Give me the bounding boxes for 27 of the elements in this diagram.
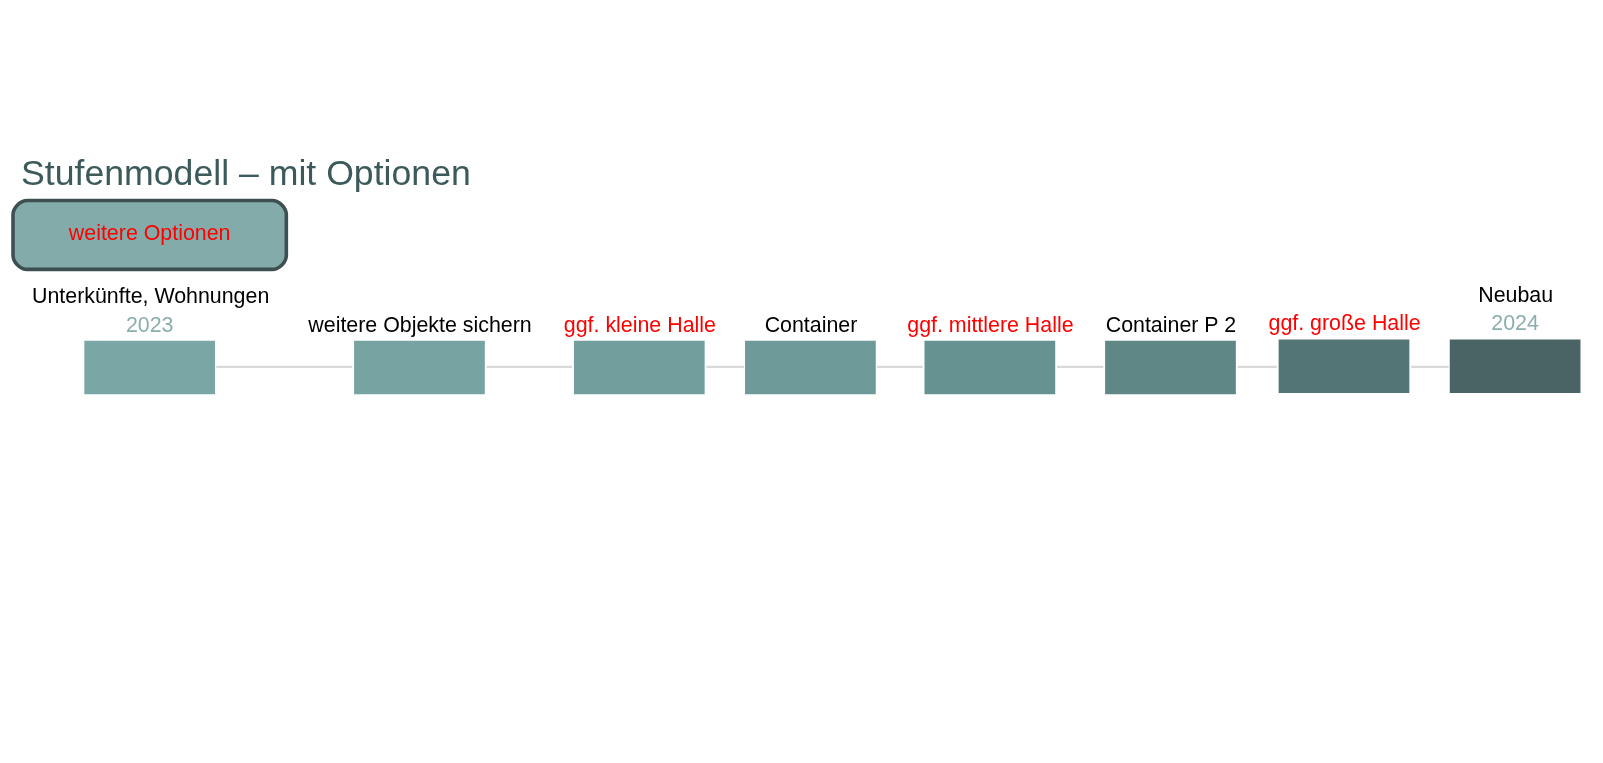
node-label: 2024	[1491, 310, 1539, 335]
node-label: ggf. mittlere Halle	[907, 312, 1074, 337]
node-label: ggf. große Halle	[1268, 310, 1421, 335]
node-box	[1105, 340, 1236, 394]
node-label: Container P 2	[1105, 312, 1237, 337]
node-box	[573, 340, 705, 394]
node-label: Container	[764, 312, 858, 337]
node-label: 2023	[125, 312, 174, 337]
connector	[1411, 365, 1449, 368]
node-box	[84, 340, 216, 394]
node-label: Unterkünfte, Wohnungen	[32, 283, 270, 308]
node-box: weitere Optionen	[11, 198, 289, 271]
diagram-title: Stufenmodell – mit Optionen	[21, 152, 471, 193]
node-box	[924, 340, 1056, 394]
connector	[216, 365, 353, 368]
connector	[1237, 365, 1277, 368]
node-label: Neubau	[1478, 282, 1554, 307]
node-box	[745, 340, 876, 394]
connector	[486, 365, 573, 368]
node-box	[354, 340, 485, 394]
node-label: ggf. kleine Halle	[563, 312, 716, 337]
connector	[876, 365, 923, 368]
connector	[706, 365, 744, 368]
node-label: weitere Objekte sichern	[308, 312, 532, 337]
node-box	[1278, 339, 1410, 393]
connector	[1057, 365, 1104, 368]
node-box	[1449, 339, 1581, 393]
